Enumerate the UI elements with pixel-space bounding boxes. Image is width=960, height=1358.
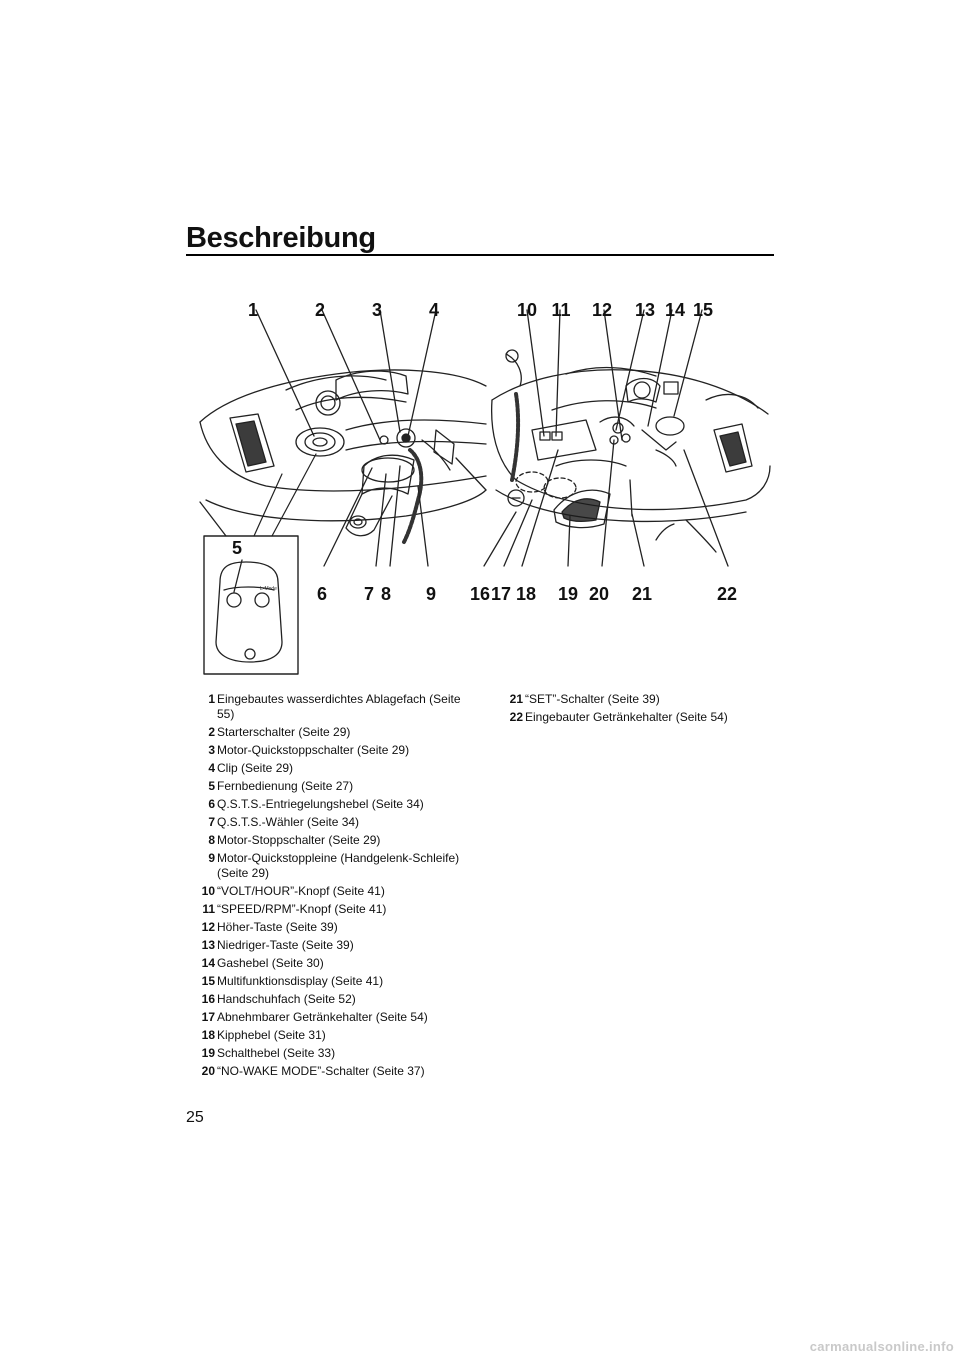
callout-14: 14 [664, 300, 686, 320]
legend-text: Starterschalter (Seite 29) [217, 725, 351, 739]
legend-text: “NO-WAKE MODE”-Schalter (Seite 37) [217, 1064, 425, 1078]
page-title: Beschreibung [186, 222, 376, 254]
legend-text: “SPEED/RPM”-Knopf (Seite 41) [217, 902, 387, 916]
legend-number: 1 [208, 692, 215, 706]
callout-18: 18 [515, 584, 537, 604]
watercraft-illustration: L-Mode [199, 309, 771, 675]
legend-text: Motor-Quickstoppschalter (Seite 29) [217, 743, 410, 757]
legend-number: 12 [201, 920, 215, 934]
callout-8: 8 [380, 584, 392, 604]
legend-number: 22 [509, 710, 523, 724]
legend-text: Clip (Seite 29) [217, 761, 294, 775]
legend-item: 10“VOLT/HOUR”-Knopf (Seite 41) [186, 884, 466, 899]
callout-15: 15 [692, 300, 714, 320]
legend-number: 17 [201, 1010, 215, 1024]
callout-6: 6 [316, 584, 328, 604]
legend-number: 8 [208, 833, 215, 847]
callout-1: 1 [247, 300, 259, 320]
legend-text: Schalthebel (Seite 33) [217, 1046, 336, 1060]
callout-22: 22 [716, 584, 738, 604]
callout-16: 16 [469, 584, 491, 604]
legend-number: 14 [201, 956, 215, 970]
legend-item: 11“SPEED/RPM”-Knopf (Seite 41) [186, 902, 466, 917]
callout-2: 2 [314, 300, 326, 320]
legend-number: 16 [201, 992, 215, 1006]
legend-number: 6 [208, 797, 215, 811]
legend-text: Höher-Taste (Seite 39) [217, 920, 338, 934]
legend-text: Niedriger-Taste (Seite 39) [217, 938, 354, 952]
legend-text: Abnehmbarer Getränkehalter (Seite 54) [217, 1010, 428, 1024]
callout-3: 3 [371, 300, 383, 320]
controls-figure: L-Mode [186, 290, 774, 682]
legend-text: Q.S.T.S.-Wähler (Seite 34) [217, 815, 360, 829]
callout-17: 17 [490, 584, 512, 604]
legend-number: 15 [201, 974, 215, 988]
legend-number: 13 [201, 938, 215, 952]
legend-text: Fernbedienung (Seite 27) [217, 779, 354, 793]
legend-number: 5 [208, 779, 215, 793]
callout-7: 7 [363, 584, 375, 604]
callout-19: 19 [557, 584, 579, 604]
legend-number: 9 [208, 851, 215, 865]
callout-9: 9 [425, 584, 437, 604]
callout-10: 10 [516, 300, 538, 320]
callout-12: 12 [591, 300, 613, 320]
legend-number: 10 [201, 884, 215, 898]
legend-number: 7 [208, 815, 215, 829]
legend-text: Multifunktionsdisplay (Seite 41) [217, 974, 384, 988]
legend-number: 2 [208, 725, 215, 739]
legend-item: 20“NO-WAKE MODE”-Schalter (Seite 37) [186, 1064, 466, 1079]
legend-number: 20 [201, 1064, 215, 1078]
callout-4: 4 [428, 300, 440, 320]
legend-text: Handschuhfach (Seite 52) [217, 992, 356, 1006]
legend-text: Motor-Quickstoppleine (Handgelenk-Schlei… [217, 851, 460, 880]
legend-number: 11 [202, 902, 215, 916]
legend-text: Kipphebel (Seite 31) [217, 1028, 326, 1042]
remote-mode-label: L-Mode [260, 586, 277, 592]
legend-item: 21“SET”-Schalter (Seite 39) [494, 692, 774, 707]
callout-11: 11 [551, 300, 571, 320]
legend-text: Eingebauter Getränkehalter (Seite 54) [525, 710, 728, 724]
callout-13: 13 [634, 300, 656, 320]
legend-number: 21 [509, 692, 523, 706]
callout-20: 20 [588, 584, 610, 604]
legend-text: Gashebel (Seite 30) [217, 956, 324, 970]
legend-text: Q.S.T.S.-Entriegelungshebel (Seite 34) [217, 797, 424, 811]
page-number: 25 [186, 1109, 204, 1126]
callout-5: 5 [231, 538, 243, 558]
legend-number: 19 [201, 1046, 215, 1060]
legend-text: Eingebautes wasserdichtes Ablagefach (Se… [217, 692, 461, 721]
watermark: carmanualsonline.info [809, 1339, 954, 1354]
legend-number: 4 [208, 761, 215, 775]
legend-number: 3 [208, 743, 215, 757]
legend-text: “VOLT/HOUR”-Knopf (Seite 41) [217, 884, 385, 898]
legend-text: “SET”-Schalter (Seite 39) [525, 692, 660, 706]
title-divider [186, 254, 774, 256]
callout-21: 21 [631, 584, 653, 604]
legend-number: 18 [201, 1028, 215, 1042]
legend-text: Motor-Stoppschalter (Seite 29) [217, 833, 381, 847]
